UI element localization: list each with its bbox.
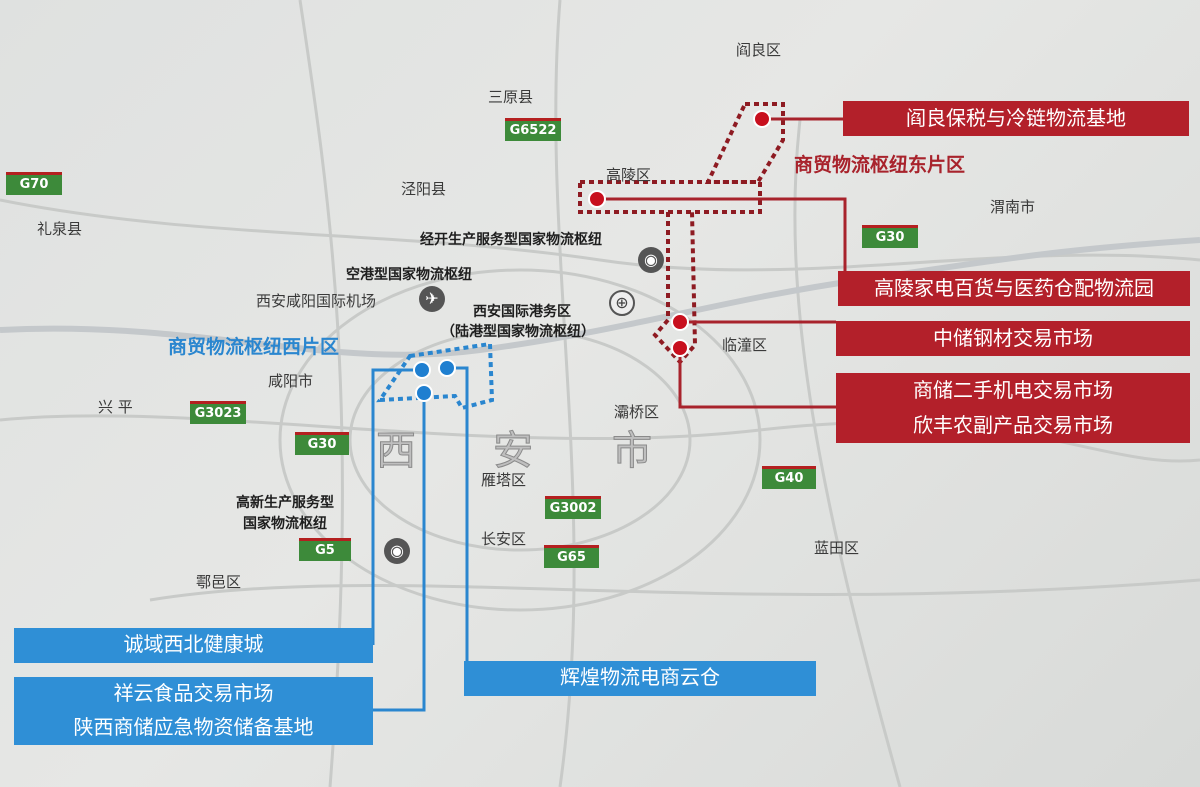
place-liquan: 礼泉县 xyxy=(37,220,83,238)
west-site-markers xyxy=(413,359,456,402)
east-site-markers xyxy=(588,110,771,357)
west-site-huihuang: 辉煌物流电商云仓 xyxy=(464,661,816,696)
place-jingyang: 泾阳县 xyxy=(401,180,447,198)
place-sanyuan: 三原县 xyxy=(488,88,534,106)
west-zone-outline xyxy=(376,341,495,411)
place-lantian: 蓝田区 xyxy=(814,539,860,557)
airplane-icon: ✈ xyxy=(419,286,445,312)
highway-shield-g30-west: G30 xyxy=(295,432,349,455)
hub-gaoxin-label-1: 高新生产服务型 xyxy=(236,495,334,511)
logistics-hub-icon: ◉ xyxy=(638,247,664,273)
place-weinan: 渭南市 xyxy=(990,198,1036,216)
highway-shield-g3002: G3002 xyxy=(545,496,601,519)
hub-konggang-label: 空港型国家物流枢纽 xyxy=(346,267,472,283)
highway-shield-g3023: G3023 xyxy=(190,401,246,424)
place-yanta: 雁塔区 xyxy=(481,471,527,489)
highway-shield-g6522: G6522 xyxy=(505,118,561,141)
place-xingping: 兴 平 xyxy=(98,398,133,416)
east-zone-title: 商贸物流枢纽东片区 xyxy=(794,154,966,176)
west-site-xiangyun: 祥云食品交易市场 xyxy=(14,677,373,711)
east-site-shangchu: 商储二手机电交易市场 xyxy=(836,373,1190,408)
city-label-char-1: 西 xyxy=(376,428,418,475)
east-leader-lines xyxy=(597,117,847,409)
hub-gangwu-label-1: 西安国际港务区 xyxy=(473,304,571,320)
place-xianyang: 咸阳市 xyxy=(268,372,314,390)
highway-shield-g40: G40 xyxy=(762,466,816,489)
city-label-char-3: 市 xyxy=(612,428,654,475)
hub-gangwu-label-2: （陆港型国家物流枢纽） xyxy=(441,324,595,340)
east-site-yanliang: 阎良保税与冷链物流基地 xyxy=(843,101,1189,136)
highway-shield-g30-east: G30 xyxy=(862,225,918,248)
east-site-xinfeng: 欣丰农副产品交易市场 xyxy=(836,408,1190,443)
place-yanliang: 阎良区 xyxy=(736,41,782,59)
place-baqiao: 灞桥区 xyxy=(614,403,660,421)
place-airport: 西安咸阳国际机场 xyxy=(256,292,377,310)
place-huyi: 鄠邑区 xyxy=(196,573,242,591)
east-site-zhongchu: 中储钢材交易市场 xyxy=(836,321,1190,356)
place-changan: 长安区 xyxy=(481,530,527,548)
west-zone-title: 商贸物流枢纽西片区 xyxy=(168,336,340,358)
west-site-shangchu-reserve: 陕西商储应急物资储备基地 xyxy=(14,711,373,745)
highway-shield-g70: G70 xyxy=(6,172,62,195)
highway-shield-g65: G65 xyxy=(544,545,599,568)
logistics-hub-icon: ◉ xyxy=(384,538,410,564)
hub-jingkai-label: 经开生产服务型国家物流枢纽 xyxy=(420,232,602,248)
place-lintong: 临潼区 xyxy=(722,336,768,354)
place-gaoling: 高陵区 xyxy=(606,166,652,184)
highway-shield-g5: G5 xyxy=(299,538,351,561)
city-label-char-2: 安 xyxy=(493,428,535,475)
west-site-chengyu: 诚域西北健康城 xyxy=(14,628,373,663)
east-site-gaoling: 高陵家电百货与医药仓配物流园 xyxy=(838,271,1190,306)
railway-station-icon: ⊕ xyxy=(609,290,635,316)
hub-gaoxin-label-2: 国家物流枢纽 xyxy=(243,516,327,532)
